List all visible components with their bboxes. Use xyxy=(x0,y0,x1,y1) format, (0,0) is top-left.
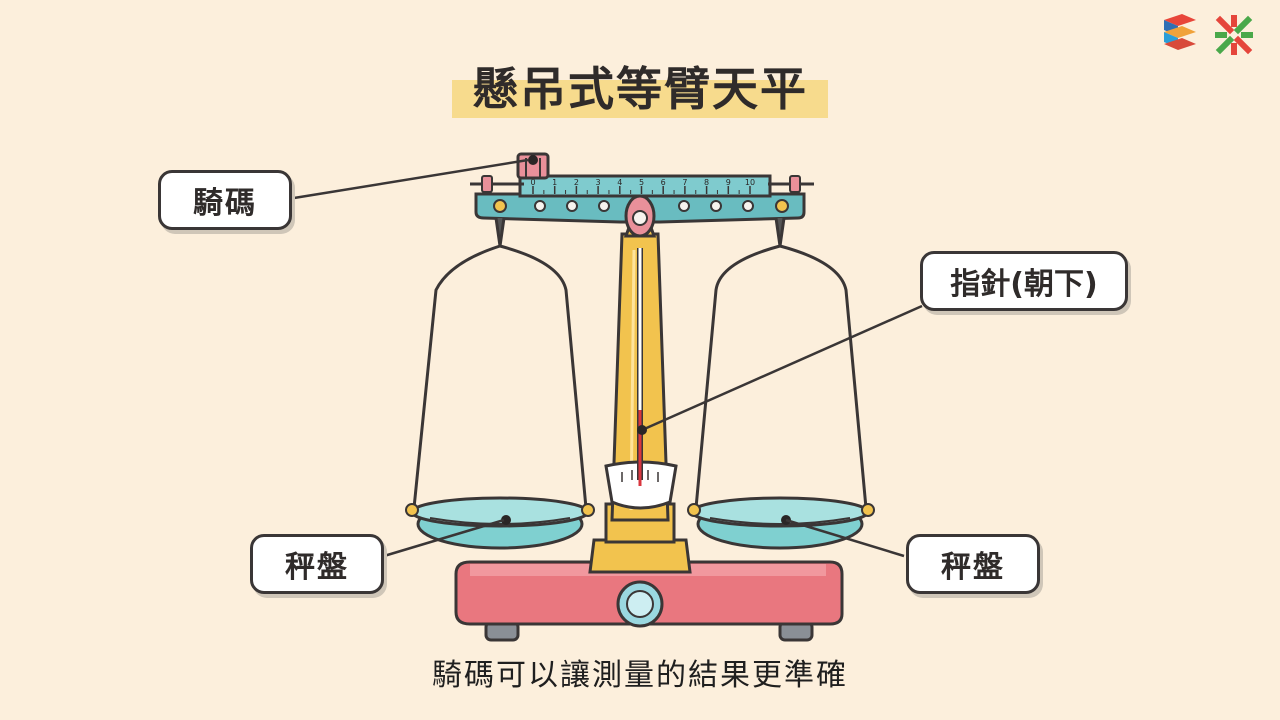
leader-line-pan-right xyxy=(785,518,905,558)
beam-hole xyxy=(566,200,578,212)
leader-line-rider xyxy=(293,158,529,200)
cross-pattern-logo-icon xyxy=(1214,14,1254,60)
beam-scale-ticks xyxy=(532,186,751,194)
beam-scale-label: 3 xyxy=(596,178,601,187)
beam-end-screws xyxy=(470,175,814,193)
beam-scale-label: 6 xyxy=(661,178,666,187)
title-highlight xyxy=(452,80,828,118)
beam-scale-label: 4 xyxy=(617,178,622,187)
left-pan xyxy=(405,496,595,550)
beam-holes xyxy=(493,199,789,213)
leader-line-pan-left xyxy=(383,518,505,558)
pillar-base-block xyxy=(588,538,692,574)
beam-hole xyxy=(493,199,507,213)
beam-hole xyxy=(742,200,754,212)
video-subtitle: 騎碼可以讓測量的結果更準確 xyxy=(432,658,848,693)
title-banner: 懸吊式等臂天平 xyxy=(452,58,828,120)
diagram-title: 懸吊式等臂天平 xyxy=(472,62,808,116)
beam-scale-label: 8 xyxy=(704,178,709,187)
beam-scale-labels: 0 1 2 3 4 5 6 7 8 9 10 xyxy=(530,178,755,187)
beam-scale-label: 9 xyxy=(726,178,731,187)
beam-scale-label: 5 xyxy=(639,178,644,187)
level-knob xyxy=(616,580,664,628)
label-pan-left: 秤盤 xyxy=(250,534,384,594)
pan-strings xyxy=(412,244,868,509)
leader-lines xyxy=(293,158,923,558)
beam-scale-label: 1 xyxy=(552,178,557,187)
beam-hole xyxy=(775,199,789,213)
beam-scale-bar xyxy=(518,174,772,198)
label-pointer: 指針(朝下) xyxy=(920,251,1128,311)
right-pan xyxy=(687,496,875,550)
beam-scale-label: 2 xyxy=(574,178,579,187)
beam-hole xyxy=(534,200,546,212)
beam-hole xyxy=(598,200,610,212)
center-pivot-ornament xyxy=(624,194,656,238)
pointer-marker-dot xyxy=(637,425,647,435)
beam-hole xyxy=(678,200,690,212)
rider-weight xyxy=(516,152,550,180)
label-pan-right: 秤盤 xyxy=(906,534,1040,594)
beam-hole xyxy=(710,200,722,212)
beam-scale-label: 10 xyxy=(745,178,755,187)
label-rider: 騎碼 xyxy=(158,170,292,230)
beam-scale-label: 7 xyxy=(682,178,687,187)
beam-scale-label: 0 xyxy=(530,178,535,187)
stacked-blocks-logo-icon xyxy=(1162,14,1198,60)
leader-line-pointer xyxy=(641,304,923,432)
